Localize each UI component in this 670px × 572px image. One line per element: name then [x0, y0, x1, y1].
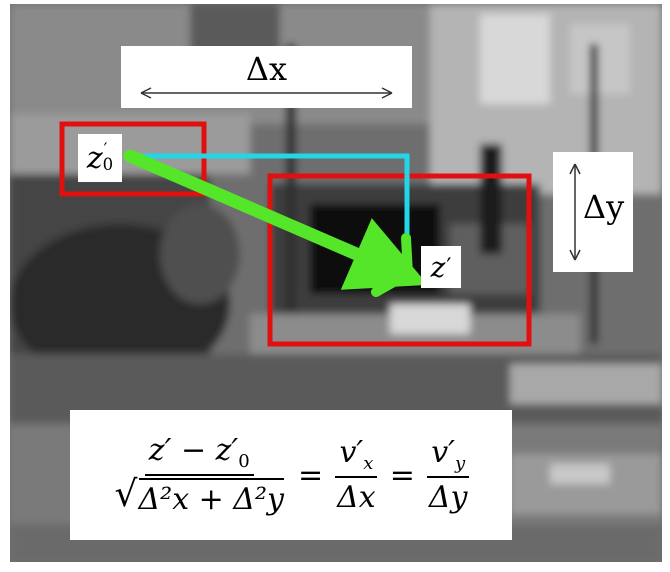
- fraction-displacement: z′ − z′0 √ Δ²x + Δ²y: [111, 433, 288, 517]
- delta-x-label: Δx: [245, 50, 288, 88]
- z-symbol: z: [430, 250, 446, 284]
- frac1-denominator: Δ²x + Δ²y: [138, 482, 284, 517]
- frac2-numerator-sub: x: [363, 453, 374, 474]
- z0-prime-mark: ′: [103, 140, 108, 160]
- z0-symbol: z: [86, 140, 103, 176]
- frac3-denominator: Δy: [428, 480, 468, 515]
- current-bounding-box: [267, 173, 532, 347]
- z-prime-label: z′: [421, 246, 461, 288]
- horizontal-double-arrow: [140, 87, 393, 99]
- delta-y-label: Δy: [583, 188, 625, 226]
- z-prime-mark: ′: [446, 254, 452, 280]
- frac2-denominator: Δx: [337, 480, 376, 515]
- frac3-numerator-sub: y: [454, 453, 466, 474]
- velocity-arrow-head-left: [371, 269, 413, 297]
- equals-sign-1: =: [297, 457, 324, 493]
- velocity-arrow: [123, 149, 428, 290]
- vertical-double-arrow: [569, 163, 581, 261]
- frac1-numerator: z′ − z′: [148, 433, 239, 468]
- delta-x-label-box: Δx: [121, 46, 412, 108]
- velocity-equation: z′ − z′0 √ Δ²x + Δ²y = v′x Δx = v′y Δy: [70, 410, 512, 540]
- z0-prime-label: z ′ 0: [78, 134, 122, 182]
- z0-subscript: 0: [102, 155, 114, 174]
- equals-sign-2: =: [389, 457, 415, 493]
- frac1-numerator-sub: 0: [238, 451, 250, 472]
- velocity-arrow-head-top: [401, 233, 413, 279]
- fraction-vy: v′y Δy: [425, 435, 472, 515]
- previous-bounding-box: [59, 121, 207, 197]
- frac3-numerator: v′: [431, 435, 455, 470]
- fraction-vx: v′x Δx: [333, 435, 380, 515]
- square-root: √ Δ²x + Δ²y: [114, 474, 284, 517]
- street-scene-figure: Δx Δy z ′ 0 z′ z′ − z′0 √: [10, 4, 662, 562]
- frac2-numerator: v′: [339, 435, 364, 470]
- delta-y-label-box: Δy: [553, 152, 633, 272]
